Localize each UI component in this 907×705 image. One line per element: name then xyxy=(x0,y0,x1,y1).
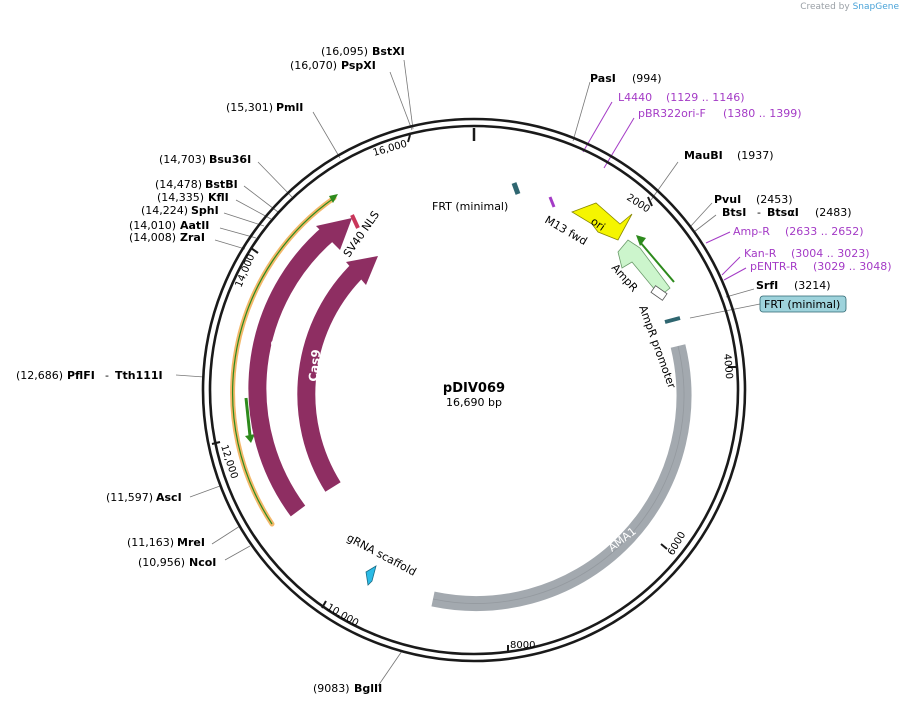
site-bstxi-pos: (16,095) xyxy=(321,45,368,58)
site-aatii-name[interactable]: AatII xyxy=(180,219,209,232)
site-pasi-name[interactable]: PasI xyxy=(590,72,616,85)
cas9-inner-arrowhead xyxy=(346,256,378,285)
frt-top-marker xyxy=(511,182,521,195)
grna-scaffold-label: gRNA scaffold xyxy=(345,531,419,579)
site-maubi-pos: (1937) xyxy=(737,149,774,162)
primer-pentr-r-range: (3029 .. 3048) xyxy=(813,260,892,273)
tick-label-6000: 6000 xyxy=(666,530,688,558)
site-pmli-pos: (15,301) xyxy=(226,101,273,114)
plasmid-name: pDIV069 xyxy=(443,381,505,396)
site-ncoi-pos: (10,956) xyxy=(138,556,185,569)
orf-small-arrowhead xyxy=(245,434,255,443)
site-mrei-name[interactable]: MreI xyxy=(177,536,205,549)
tick-label-10000: 10,000 xyxy=(325,602,361,629)
primers: L4440 (1129 .. 1146) pBR322ori-F (1380 .… xyxy=(618,91,892,273)
site-mrei-pos: (11,163) xyxy=(127,536,174,549)
m13-fwd-marker xyxy=(548,196,556,208)
site-tth111i-name[interactable]: Tth111I xyxy=(115,369,163,382)
orf-arrowhead-top xyxy=(329,194,338,203)
tick-label-8000: 8000 xyxy=(510,640,535,651)
site-sphi-name[interactable]: SphI xyxy=(191,204,219,217)
site-pflfi-dash: - xyxy=(105,369,109,382)
site-bsu36i-name[interactable]: Bsu36I xyxy=(209,153,251,166)
left-sites: (16,095) BstXI (16,070) PspXI (15,301) P… xyxy=(16,45,405,695)
orf-line xyxy=(232,197,335,525)
site-bstbi-name[interactable]: BstBI xyxy=(205,178,238,191)
site-bstbi-pos: (14,478) xyxy=(155,178,202,191)
tick-label-12000: 12,000 xyxy=(218,444,239,481)
cas9-inner-arrow-body xyxy=(297,261,367,492)
primer-amp-r-range: (2633 .. 2652) xyxy=(785,225,864,238)
site-btsi-name[interactable]: BtsI xyxy=(722,206,746,219)
backbone-inner-ring xyxy=(208,124,740,656)
ori-arrow xyxy=(571,202,633,241)
site-aatii-pos: (14,010) xyxy=(129,219,176,232)
site-btsai-name[interactable]: BtsαI xyxy=(767,206,799,219)
ampr-green-line xyxy=(639,241,675,283)
tick-marks xyxy=(211,134,736,652)
frt-right-marker xyxy=(664,316,681,324)
ampr-promoter-label: AmpR promoter xyxy=(636,304,678,391)
tick-label-16000: 16,000 xyxy=(372,139,409,159)
cas9-inner-label: Cas9 xyxy=(306,349,323,383)
snapgene-credit: Created by SnapGene xyxy=(800,2,899,12)
primer-kan-r-name[interactable]: Kan-R xyxy=(744,247,777,260)
primer-l4440-name[interactable]: L4440 xyxy=(618,91,652,104)
cas9-outer-label: Cas9 xyxy=(266,339,283,373)
ampr-green-arrowhead xyxy=(636,235,646,246)
primer-pbr322ori-f-name[interactable]: pBR322ori-F xyxy=(638,107,706,120)
primer-leader-lines xyxy=(582,101,747,281)
primer-kan-r-range: (3004 .. 3023) xyxy=(791,247,870,260)
site-srfi-pos: (3214) xyxy=(794,279,831,292)
site-btsi-dash: - xyxy=(757,206,761,219)
site-bglii-pos: (9083) xyxy=(313,682,350,695)
site-btsi-pos: (2483) xyxy=(815,206,852,219)
frt-box-label: FRT (minimal) xyxy=(764,298,840,311)
tick-label-4000: 4000 xyxy=(721,353,734,379)
site-asci-name[interactable]: AscI xyxy=(156,491,182,504)
ampr-promoter-box xyxy=(650,285,668,301)
frt-top-label: FRT (minimal) xyxy=(432,200,508,213)
tick-label-2000: 2000 xyxy=(624,192,651,215)
site-bglii-name[interactable]: BglII xyxy=(354,682,382,695)
primer-pbr322ori-f-range: (1380 .. 1399) xyxy=(723,107,802,120)
site-ncoi-name[interactable]: NcoI xyxy=(189,556,216,569)
plasmid-size: 16,690 bp xyxy=(446,396,502,409)
cas9-outer-arrow-body xyxy=(248,225,336,517)
cas9-outer-arrowhead xyxy=(316,218,352,250)
site-kfli-name[interactable]: KflI xyxy=(208,191,229,204)
site-maubi-name[interactable]: MauBI xyxy=(684,149,723,162)
credit-brand: SnapGene xyxy=(852,2,899,12)
site-pvui-name[interactable]: PvuI xyxy=(714,193,741,206)
site-pmli-name[interactable]: PmlI xyxy=(276,101,303,114)
site-pasi-pos: (994) xyxy=(632,72,662,85)
site-pvui-pos: (2453) xyxy=(756,193,793,206)
frt-box[interactable] xyxy=(759,295,847,313)
sv40-nls-marker xyxy=(350,214,360,229)
grna-scaffold-marker xyxy=(365,565,377,586)
primer-amp-r-name[interactable]: Amp-R xyxy=(733,225,770,238)
site-asci-pos: (11,597) xyxy=(106,491,153,504)
ama1-arc-edge xyxy=(432,345,685,604)
site-pspxi-pos: (16,070) xyxy=(290,59,337,72)
primer-pentr-r-name[interactable]: pENTR-R xyxy=(750,260,798,273)
primer-l4440-range: (1129 .. 1146) xyxy=(666,91,745,104)
site-sphi-pos: (14,224) xyxy=(141,204,188,217)
sv40-nls-label: SV40 NLS xyxy=(341,209,382,260)
site-bstxi-name[interactable]: BstXI xyxy=(372,45,405,58)
site-zrai-pos: (14,008) xyxy=(129,231,176,244)
site-srfi-name[interactable]: SrfI xyxy=(756,279,778,292)
right-sites: PasI (994) MauBI (1937) PvuI (2453) BtsI… xyxy=(590,72,852,292)
site-pspxi-name[interactable]: PspXI xyxy=(341,59,376,72)
site-bsu36i-pos: (14,703) xyxy=(159,153,206,166)
site-pflfi-pos: (12,686) xyxy=(16,369,63,382)
backbone-outer-ring xyxy=(201,117,747,663)
orf-small-arrow xyxy=(244,397,252,437)
ama1-arc xyxy=(431,344,692,611)
site-pflfi-name[interactable]: PflFI xyxy=(67,369,95,382)
site-zrai-name[interactable]: ZraI xyxy=(180,231,205,244)
credit-prefix: Created by xyxy=(800,2,850,12)
site-kfli-pos: (14,335) xyxy=(157,191,204,204)
